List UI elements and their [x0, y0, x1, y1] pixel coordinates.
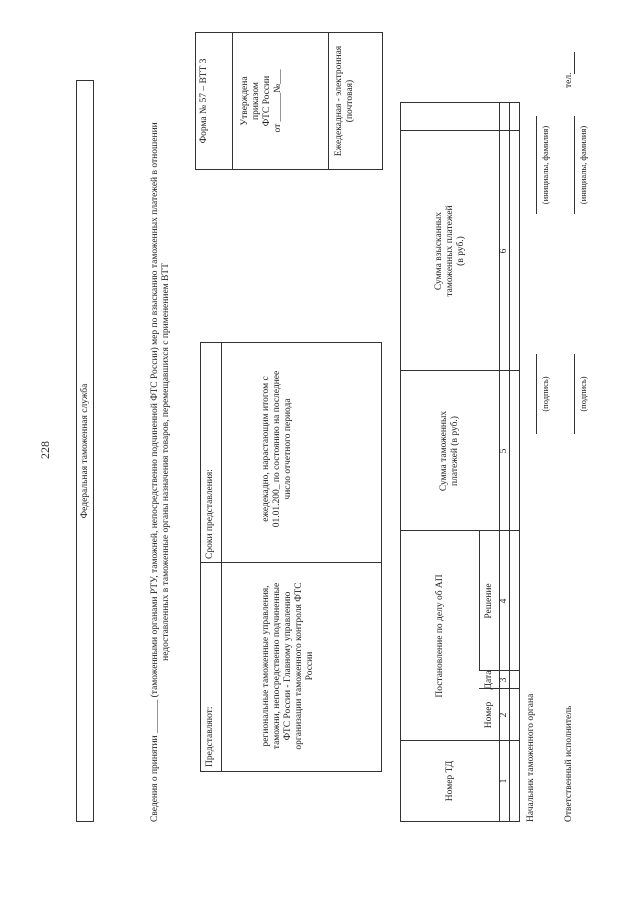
- agency-header-box: Федеральная таможенная служба: [76, 80, 94, 822]
- column-number: 4: [498, 598, 509, 604]
- header-sum-collected: Сумма взысканных таможенных платежей (в …: [433, 205, 466, 297]
- head-label: Начальник таможенного органа: [526, 693, 536, 822]
- approval-line: ФТС России: [262, 75, 272, 127]
- executor-label: Ответственный исполнитель: [564, 705, 574, 822]
- form-title-line1: Сведения о принятии _______ (таможенными…: [150, 122, 160, 822]
- form-approval: Утверждена приказом ФТС России от ______…: [240, 37, 284, 165]
- header-decision: Решение: [483, 583, 494, 619]
- form-title-line2: недоставленных в таможенные органы назна…: [161, 263, 171, 661]
- header-sum-payments: Сумма таможенных платежей (в руб.): [439, 410, 460, 492]
- header-td-number: Номер ТД: [444, 760, 455, 802]
- approval-line: от ______№___: [273, 69, 283, 133]
- presenters-text: региональные таможенные управления, тамо…: [261, 582, 315, 750]
- head-signature-caption: (подпись): [540, 376, 550, 412]
- header-number: Номер: [483, 701, 494, 729]
- header-ap-resolution: Постановление по делу об АП: [434, 574, 445, 698]
- approval-line: приказом: [251, 82, 261, 120]
- deadlines-text: ежедекадно, нарастающим итогом с 01.01.2…: [261, 370, 293, 528]
- deadlines-label: Сроки представления:: [205, 469, 215, 559]
- form-info-box: Форма № 57 – ВТТ 3 Утверждена приказом Ф…: [195, 32, 383, 170]
- page-number: 228: [38, 441, 52, 459]
- presenters-label: Представляют:: [205, 706, 215, 767]
- submission-box: Представляют: Сроки представления: регио…: [200, 342, 382, 772]
- header-date: Дата: [483, 670, 494, 690]
- form-number: Форма № 57 – ВТТ 3: [199, 58, 209, 144]
- column-number: 5: [498, 448, 509, 454]
- column-number: 1: [498, 778, 509, 784]
- head-initials-caption: (инициалы, фамилия): [540, 125, 550, 205]
- agency-name: Федеральная таможенная служба: [80, 383, 90, 519]
- executor-initials-caption: (инициалы, фамилия): [578, 125, 588, 205]
- approval-line: Утверждена: [240, 76, 250, 126]
- form-title: Сведения о принятии _______ (таможенными…: [150, 102, 172, 822]
- data-table: Номер ТД Постановление по делу об АП Ном…: [400, 102, 520, 822]
- column-number: 6: [498, 248, 509, 254]
- column-number: 3: [498, 677, 509, 683]
- phone-label: тел.: [564, 72, 574, 88]
- executor-signature-caption: (подпись): [578, 376, 588, 412]
- column-number: 2: [498, 712, 509, 718]
- form-frequency: Ежедекадная - электронная (почтовая): [334, 45, 355, 157]
